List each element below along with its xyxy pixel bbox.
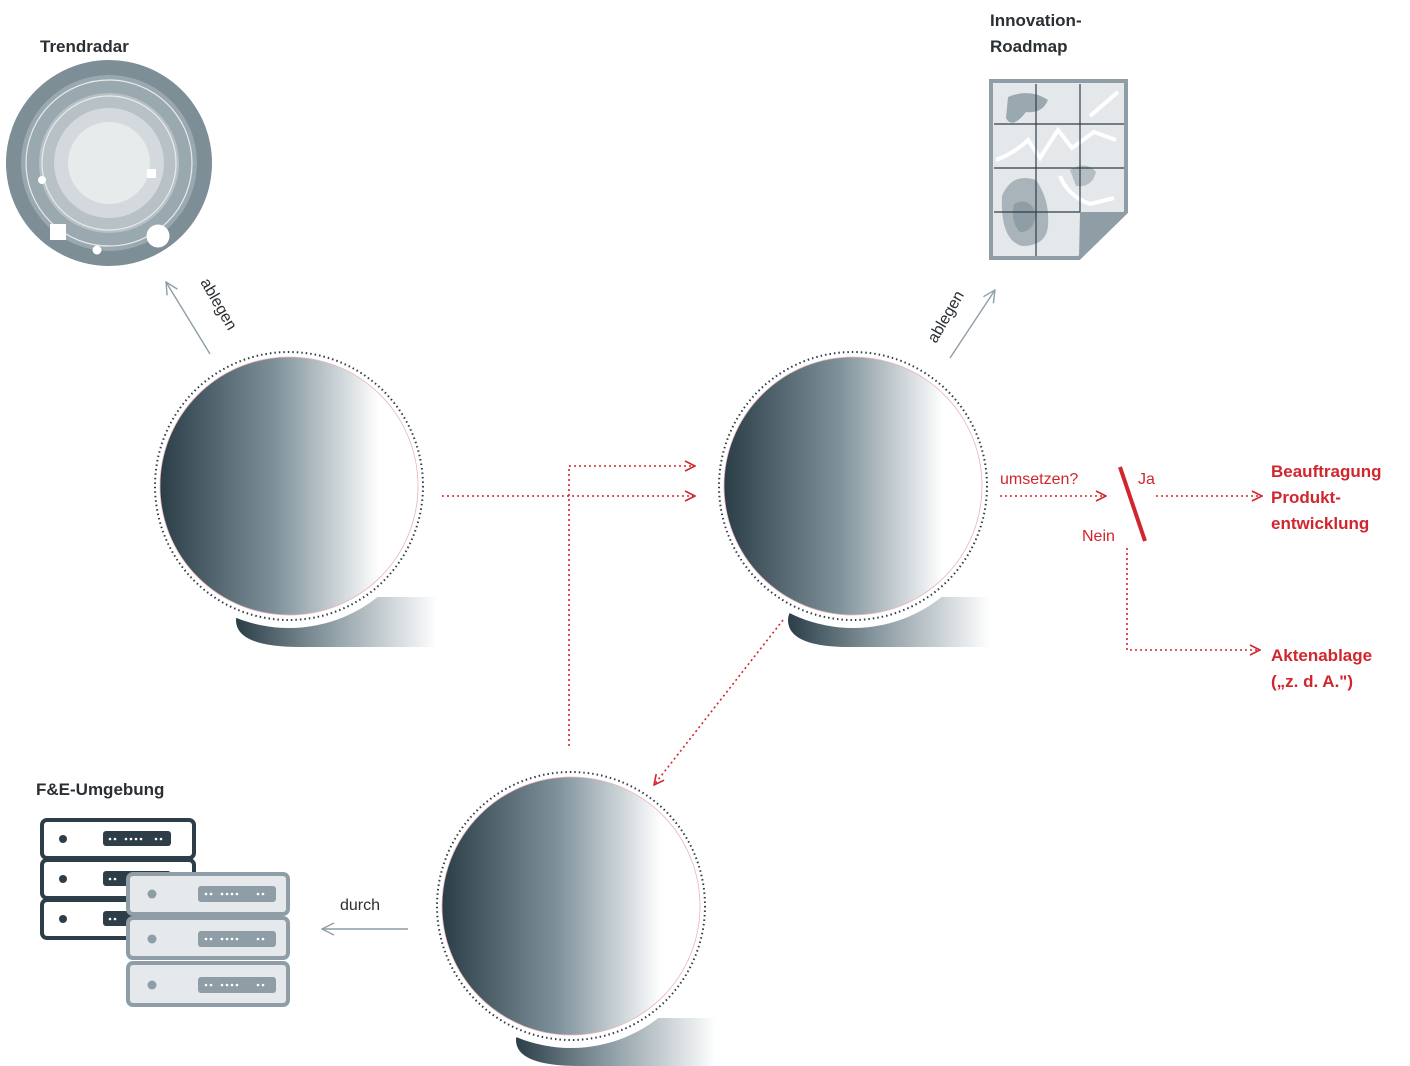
beauftragung-line1: Beauftragung [1271,462,1382,481]
ablegen-left-label: ablegen [197,276,240,334]
sphere-right [711,344,995,647]
trendradar-title: Trendradar [40,37,129,56]
arrow-to-roadmap [949,290,995,359]
aktenablage-line1: Aktenablage [1271,646,1372,665]
arrow-bottom-loop [568,466,695,746]
arrow-to-trendradar [166,282,211,355]
ablegen-right-label: ablegen [925,288,968,346]
umsetzen-label: umsetzen? [1000,471,1078,488]
decision-switch [1118,466,1147,542]
trendradar-icon [6,60,212,266]
ja-label: Ja [1138,471,1155,488]
beauftragung-line3: entwicklung [1271,514,1369,533]
sphere-left [147,344,437,647]
aktenablage-line2: („z. d. A.") [1271,672,1353,691]
fe-env-title: F&E-Umgebung [36,780,164,799]
roadmap-title-line1: Innovation- [990,11,1082,30]
nein-label: Nein [1082,528,1115,545]
durch-label: durch [340,897,380,914]
arrow-nein [1126,548,1260,650]
server-stack-icon [40,818,290,1007]
roadmap-icon [989,79,1128,260]
roadmap-title-line2: Roadmap [990,37,1067,56]
beauftragung-line2: Produkt- [1271,488,1341,507]
arrow-right-to-bottom [654,619,784,785]
sphere-bottom [429,764,716,1066]
